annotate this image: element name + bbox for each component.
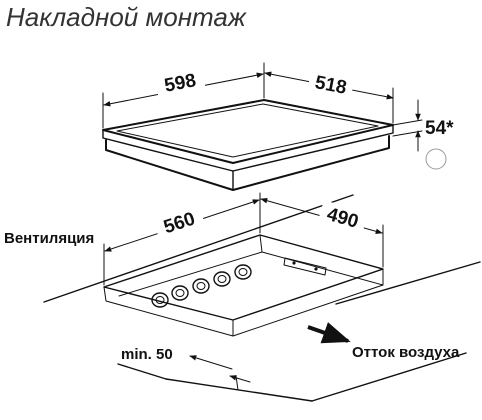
label-490: 490: [324, 204, 360, 233]
dim-cutout-width: 560: [103, 192, 261, 286]
countertop-front-edge: [165, 378, 313, 402]
label-ventilation: Вентиляция: [4, 230, 94, 247]
air-outlet-arrow: [307, 322, 351, 344]
dim-hob-height: 54*: [392, 99, 454, 170]
label-min-gap: min. 50: [121, 346, 173, 363]
dim-min-gap: [189, 355, 251, 383]
dim-hob-depth: 518: [264, 69, 394, 124]
hob-drawing: [102, 99, 394, 191]
mounting-bracket: [283, 257, 327, 276]
countertop-drawing: [43, 194, 481, 402]
diagram-title: Накладной монтаж: [6, 2, 247, 32]
dim-hob-width: 598: [102, 62, 265, 129]
footnote-circle: [425, 148, 447, 170]
hob-inner-rim: [116, 103, 379, 158]
ventilation-holes: [151, 264, 252, 308]
label-54: 54*: [425, 118, 454, 139]
label-air-outlet: Отток воздуха: [352, 344, 460, 361]
label-560: 560: [161, 209, 198, 239]
cutout-opening: [103, 234, 384, 321]
